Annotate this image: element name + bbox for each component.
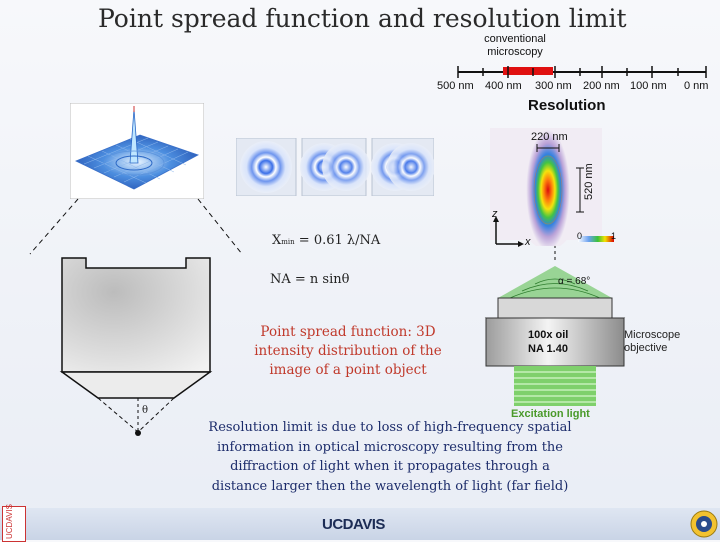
- xmin-symbol: X: [272, 233, 282, 248]
- psf-definition: Point spread function: 3D intensity dist…: [254, 324, 442, 378]
- seal-icon: [690, 510, 718, 538]
- objective-lens-diagram: [59, 257, 213, 436]
- resolution-title: Resolution: [528, 97, 606, 114]
- scale-tick-label: 500 nm: [437, 80, 474, 92]
- excitation-light-label: Excitation light: [511, 408, 590, 420]
- scale-tick-label: 100 nm: [630, 80, 667, 92]
- cone-angle-label: θ: [142, 405, 149, 416]
- psf-width-label: 220 nm: [531, 131, 568, 143]
- objective-na: NA 1.40: [528, 343, 568, 355]
- colorbar-min: 0: [577, 231, 583, 241]
- ucdavis-logo: UCDAVIS: [322, 516, 385, 533]
- colorbar-max: 1: [611, 231, 617, 241]
- psf-height-label: 520 nm: [583, 163, 595, 200]
- x-axis-label: x: [525, 236, 531, 248]
- conventional-range-bar: [503, 67, 553, 75]
- psf-surface-plot: [70, 103, 204, 199]
- page-title: Point spread function and resolution lim…: [98, 4, 627, 33]
- objective-magnification: 100x oil: [528, 329, 569, 341]
- xmin-subscript: min: [281, 238, 295, 246]
- resolution-limit-text: Resolution limit is due to loss of high-…: [208, 420, 572, 494]
- side-badge: UCDAVIS: [2, 504, 26, 542]
- microscope-label: Microscope: [624, 329, 681, 341]
- side-badge-text: UCDAVIS: [5, 504, 14, 539]
- scale-tick-label: 400 nm: [485, 80, 522, 92]
- psf-heatmap: [490, 128, 614, 246]
- z-axis-label: z: [492, 208, 498, 220]
- conventional-microscopy-label: conventional microscopy: [484, 33, 546, 58]
- airy-disk-panels: [236, 138, 434, 196]
- scale-tick-label: 300 nm: [535, 80, 572, 92]
- aperture-angle-label: α = 68°: [558, 276, 591, 287]
- footer-bar: [0, 508, 720, 540]
- axis-indicator: [493, 216, 524, 247]
- colorbar: [578, 236, 614, 242]
- xmin-formula: Xmin = 0.61 λ/NA: [272, 233, 380, 248]
- microscope-objective: [484, 266, 626, 406]
- resolution-scale: [457, 66, 707, 78]
- scale-tick-label: 200 nm: [583, 80, 620, 92]
- xmin-rhs: = 0.61 λ/NA: [298, 233, 381, 248]
- objective-label: objective: [624, 342, 668, 354]
- scale-tick-label: 0 nm: [684, 80, 709, 92]
- na-formula: NA = n sinθ: [270, 272, 350, 287]
